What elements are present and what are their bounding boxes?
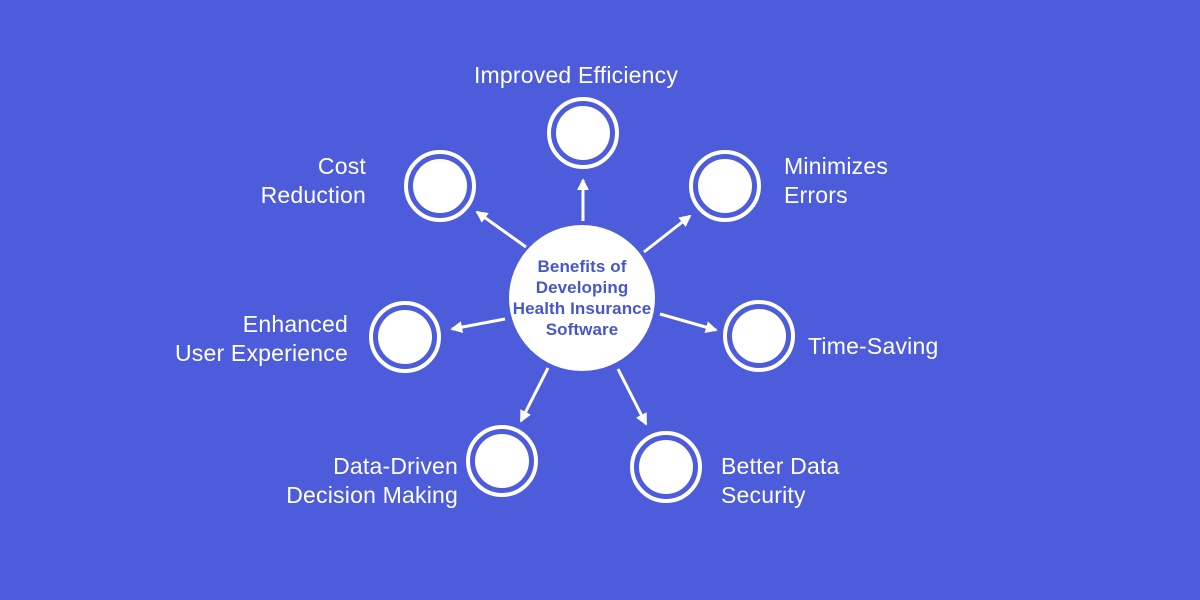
node-circle-time-saving <box>723 300 795 372</box>
center-node-circle <box>509 225 655 371</box>
arrow-to-minimizes-errors <box>643 214 692 254</box>
node-circle-improved-efficiency <box>547 97 619 169</box>
node-label-cost-reduction: Cost Reduction <box>260 153 366 208</box>
node-circle-better-data-security <box>630 431 702 503</box>
arrow-to-data-driven-decision-making <box>519 367 550 423</box>
center-node-label: Benefits of Developing Health Insurance … <box>512 257 652 339</box>
node-label-data-driven-decision-making: Data-Driven Decision Making <box>286 453 458 508</box>
node-label-enhanced-user-experience: Enhanced User Experience <box>174 311 348 366</box>
node-circle-cost-reduction <box>404 150 476 222</box>
arrow-to-time-saving <box>659 312 718 333</box>
node-label-minimizes-errors: Minimizes Errors <box>784 153 889 208</box>
node-circle-minimizes-errors <box>689 150 761 222</box>
arrow-to-enhanced-user-experience <box>450 317 506 334</box>
node-circle-enhanced-user-experience <box>369 301 441 373</box>
arrow-to-cost-reduction <box>475 210 527 249</box>
node-label-improved-efficiency: Improved Efficiency <box>473 62 679 88</box>
arrow-to-better-data-security <box>616 368 648 426</box>
satellite-circles <box>369 97 795 503</box>
node-label-time-saving: Time-Saving <box>808 333 939 359</box>
node-circle-data-driven-decision-making <box>466 425 538 497</box>
node-label-better-data-security: Better Data Security <box>721 453 840 508</box>
